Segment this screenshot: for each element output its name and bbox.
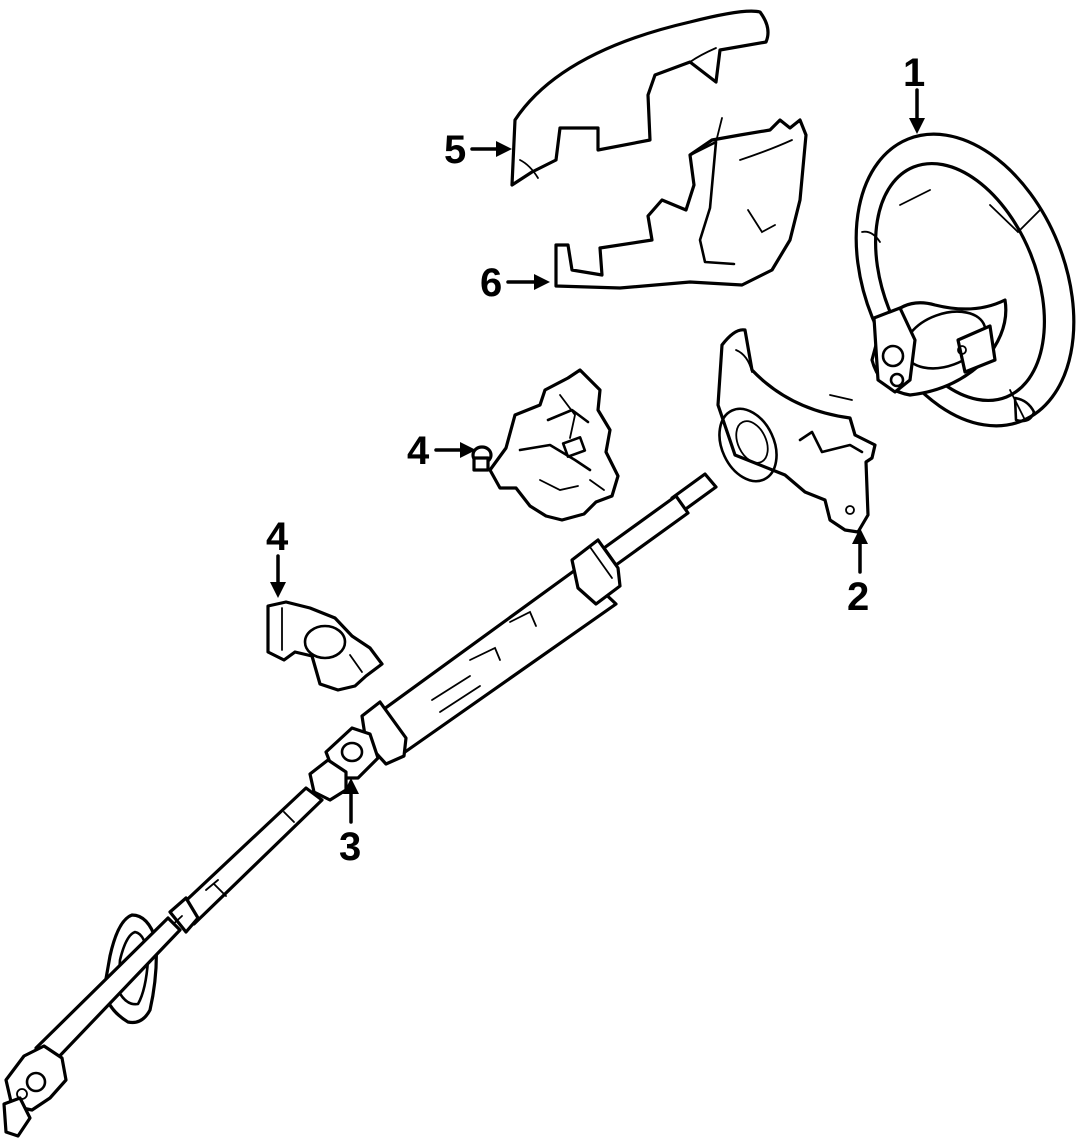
steering-wheel: [854, 132, 1076, 428]
upper-column-cover: [510, 9, 770, 187]
steering-column-shaft: [2, 472, 718, 1138]
callout-4-clip: 4: [266, 515, 289, 559]
lower-column-cover: [554, 117, 808, 290]
callout-6: 6: [480, 261, 502, 305]
lock-housing: [471, 368, 620, 522]
callout-4-lock-housing: 4: [407, 429, 430, 473]
callout-3: 3: [339, 825, 361, 869]
callout-5: 5: [444, 128, 466, 172]
leader-lines: [270, 88, 925, 824]
column-clip: [266, 600, 384, 692]
callout-2: 2: [847, 575, 869, 619]
callout-1: 1: [903, 51, 925, 95]
column-shroud-bracket: [716, 328, 877, 534]
